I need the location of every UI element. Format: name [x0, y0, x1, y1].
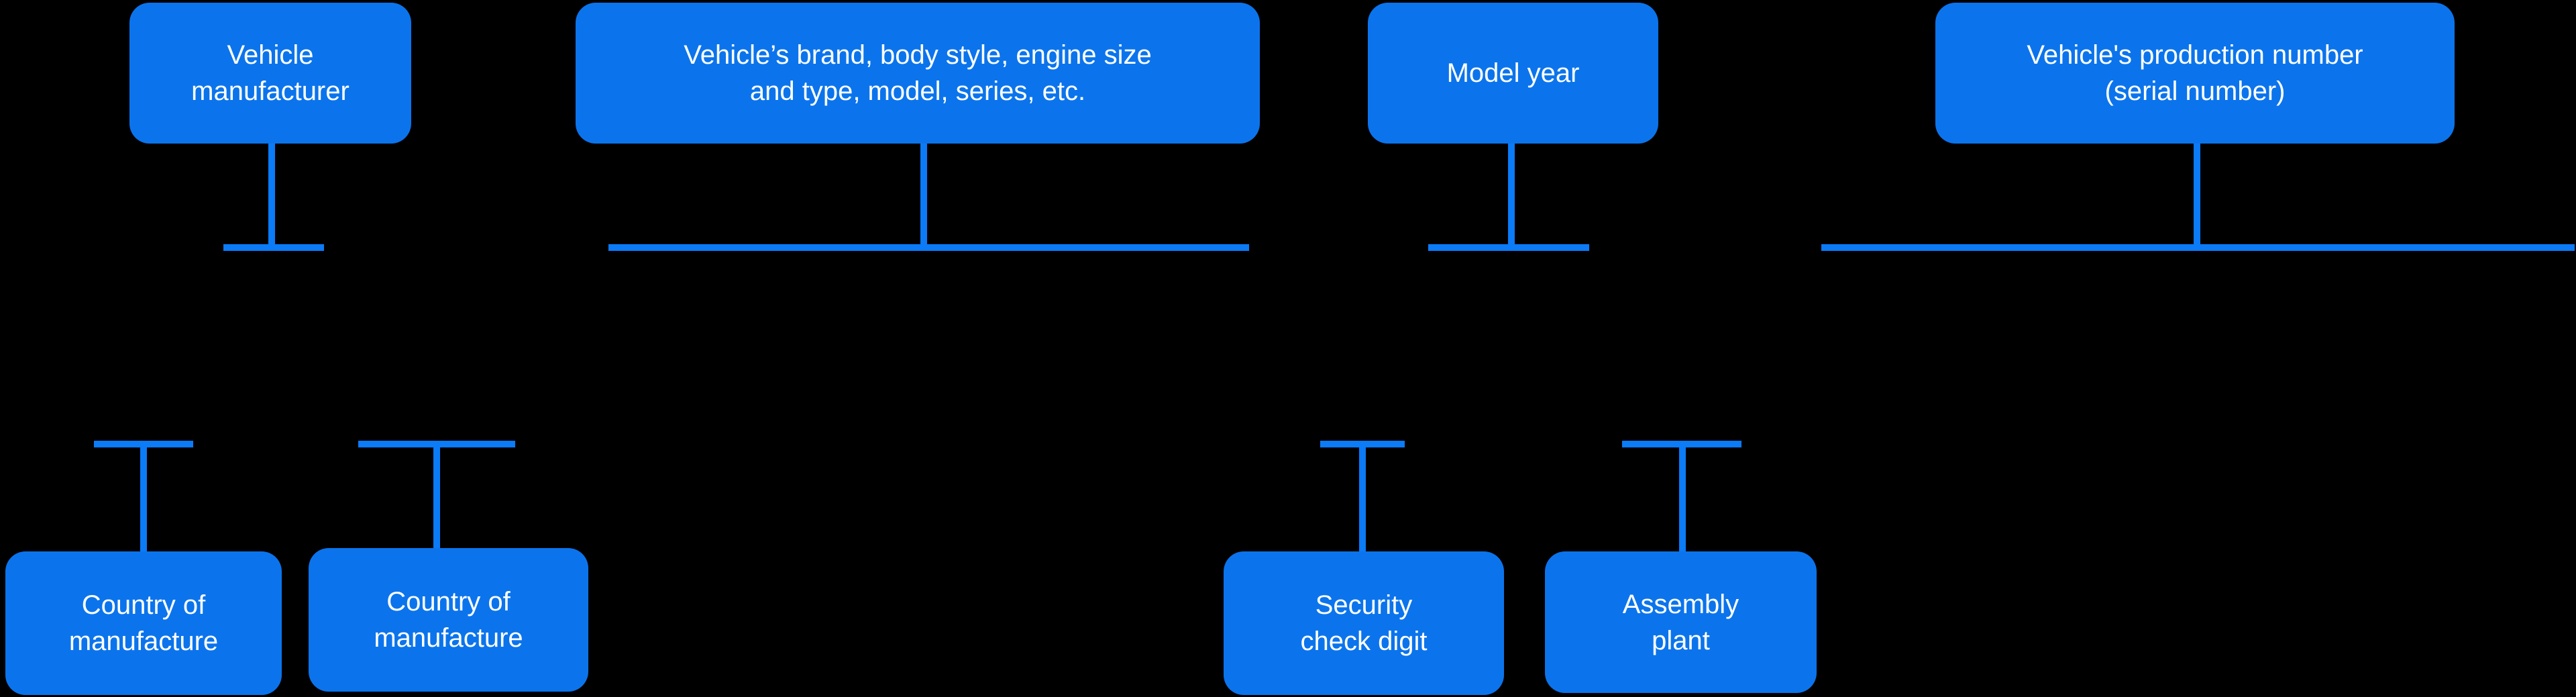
connector-bar-country-1: [94, 441, 193, 447]
box-assembly-plant: Assembly plant: [1545, 551, 1817, 693]
box-vehicle-manufacturer: Vehicle manufacturer: [129, 3, 411, 144]
connector-stem-brand-body-style: [920, 144, 927, 246]
box-security-check-digit-label: Security check digit: [1300, 590, 1428, 656]
connector-bar-model-year: [1428, 244, 1589, 251]
box-vehicle-manufacturer-label: Vehicle manufacturer: [191, 40, 350, 106]
box-model-year: Model year: [1368, 3, 1658, 144]
box-brand-body-style: Vehicle’s brand, body style, engine size…: [576, 3, 1260, 144]
connector-stem-security-check-digit: [1359, 446, 1366, 553]
connector-stem-model-year: [1508, 144, 1515, 246]
connector-bar-brand-body-style: [608, 244, 1249, 251]
box-country-of-manufacture-2-label: Country of manufacture: [374, 587, 523, 653]
box-country-of-manufacture-2: Country of manufacture: [309, 548, 588, 692]
connector-bar-security-check-digit: [1320, 441, 1405, 447]
box-brand-body-style-label: Vehicle’s brand, body style, engine size…: [684, 40, 1152, 106]
box-country-of-manufacture-1-label: Country of manufacture: [68, 590, 219, 656]
connector-bar-production-number: [1821, 244, 2575, 251]
connector-bar-country-2: [358, 441, 515, 447]
box-assembly-plant-label: Assembly plant: [1622, 589, 1739, 655]
connector-bar-assembly-plant: [1622, 441, 1741, 447]
box-production-number: Vehicle's production number (serial numb…: [1935, 3, 2455, 144]
connector-stem-country-1: [140, 446, 147, 553]
connector-stem-vehicle-manufacturer: [268, 144, 275, 246]
connector-bar-vehicle-manufacturer: [223, 244, 324, 251]
box-security-check-digit: Security check digit: [1224, 551, 1504, 695]
box-production-number-label: Vehicle's production number (serial numb…: [2027, 40, 2363, 106]
connector-stem-assembly-plant: [1679, 446, 1686, 553]
connector-stem-production-number: [2194, 144, 2200, 246]
box-country-of-manufacture-1: Country of manufacture: [5, 551, 282, 695]
box-model-year-label: Model year: [1446, 58, 1580, 88]
connector-stem-country-2: [433, 446, 440, 553]
